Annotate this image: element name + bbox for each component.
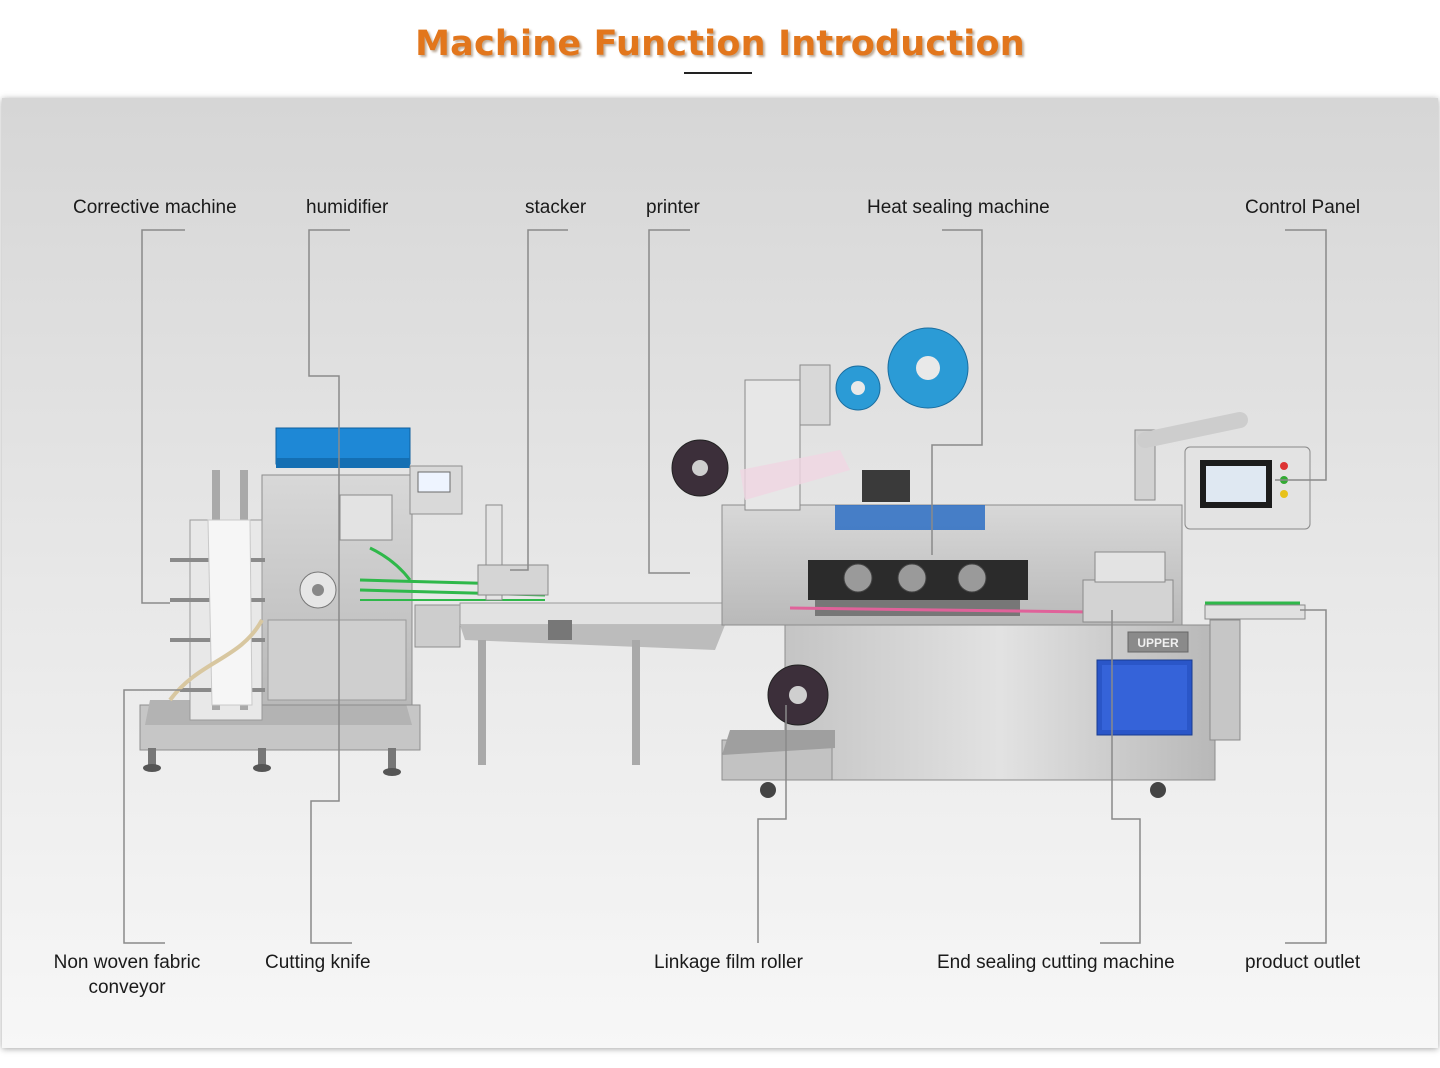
leader-control-panel xyxy=(1275,229,1327,481)
label-heat-sealing-machine: Heat sealing machine xyxy=(867,197,1050,218)
label-humidifier: humidifier xyxy=(306,197,389,218)
leader-cutting-knife xyxy=(310,600,352,944)
brand-logo-text: UPPER xyxy=(1137,636,1179,650)
middle-conveyor xyxy=(414,504,726,765)
leader-corrective-machine xyxy=(141,229,185,604)
leader-product-outlet xyxy=(1285,609,1327,944)
leader-non-woven-conveyor xyxy=(123,689,195,944)
title-underline xyxy=(684,72,752,74)
header: Machine Function Introduction xyxy=(0,0,1440,96)
leader-linkage-film-roller xyxy=(757,705,787,943)
left-machine xyxy=(139,427,546,776)
right-machine: UPPER xyxy=(671,327,1311,798)
leader-end-sealing xyxy=(1100,610,1141,944)
leader-heat-sealing xyxy=(931,229,983,555)
leader-lines xyxy=(123,229,1327,944)
label-cutting-knife: Cutting knife xyxy=(265,952,371,973)
label-linkage-film-roller: Linkage film roller xyxy=(654,952,803,973)
leader-humidifier xyxy=(308,229,350,600)
leader-stacker xyxy=(510,229,568,571)
label-non-woven-line2: conveyor xyxy=(88,977,166,998)
label-control-panel: Control Panel xyxy=(1245,197,1361,218)
label-printer: printer xyxy=(646,197,700,218)
label-end-sealing-cutting-machine: End sealing cutting machine xyxy=(937,952,1175,973)
label-product-outlet: product outlet xyxy=(1245,952,1361,973)
leader-printer xyxy=(648,229,690,574)
page-title: Machine Function Introduction xyxy=(415,24,1025,64)
label-non-woven-line1: Non woven fabric xyxy=(53,952,201,973)
label-corrective-machine: Corrective machine xyxy=(73,197,237,218)
label-non-woven-fabric-conveyor: Non woven fabric conveyor xyxy=(40,950,214,1000)
label-stacker: stacker xyxy=(525,197,587,218)
